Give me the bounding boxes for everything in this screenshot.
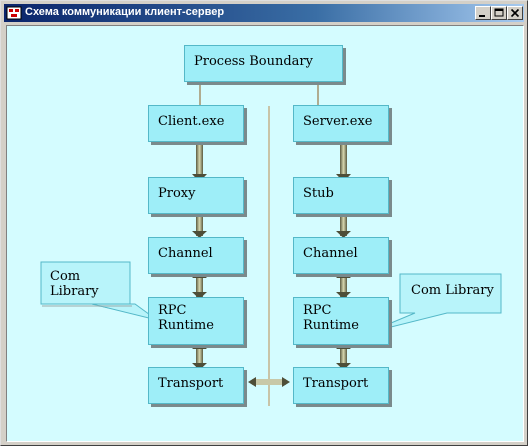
diagram-canvas: Process Boundary Client.exe Server.exe P… xyxy=(6,25,524,442)
title-bar[interactable]: Схема коммуникации клиент-сервер xyxy=(4,4,524,22)
transport-right-shape xyxy=(293,367,389,404)
rpc-runtime-right-shape xyxy=(293,297,389,345)
app-icon[interactable] xyxy=(6,5,22,21)
connector-rpc-transport-right xyxy=(336,342,351,370)
proxy-shape xyxy=(148,177,244,214)
connector-channel-rpc-left xyxy=(192,271,207,299)
proxy-box[interactable]: Proxy xyxy=(148,177,244,214)
connector-rpc-transport-left xyxy=(192,342,207,370)
process-boundary-label: Process Boundary xyxy=(194,54,313,69)
minimize-icon xyxy=(479,15,485,17)
client-exe-shape xyxy=(148,105,244,142)
channel-left-shape xyxy=(148,237,244,274)
rpc-runtime-right-box[interactable]: RPC Runtime xyxy=(293,297,389,345)
rpc-runtime-right-label: RPC Runtime xyxy=(303,303,359,333)
process-boundary-box[interactable]: Process Boundary xyxy=(184,45,343,82)
connector-proxy-channel xyxy=(192,210,207,238)
process-boundary-shape xyxy=(184,45,343,82)
callout-com-library-left xyxy=(40,261,158,321)
stub-box[interactable]: Stub xyxy=(293,177,389,214)
connector-layer xyxy=(40,83,502,406)
stub-shape xyxy=(293,177,389,214)
rpc-runtime-left-shape xyxy=(148,297,244,345)
connector-server-stub xyxy=(336,136,351,182)
connector-transport-link xyxy=(248,377,290,387)
close-button[interactable] xyxy=(507,6,523,20)
transport-right-label: Transport xyxy=(303,376,369,391)
transport-left-shape xyxy=(148,367,244,404)
client-exe-box[interactable]: Client.exe xyxy=(148,105,244,142)
server-exe-box[interactable]: Server.exe xyxy=(293,105,389,142)
channel-right-box[interactable]: Channel xyxy=(293,237,389,274)
minimize-button[interactable] xyxy=(475,6,491,20)
com-library-right-label: Com Library xyxy=(411,283,494,298)
transport-right-box[interactable]: Transport xyxy=(293,367,389,404)
connector-client-proxy xyxy=(192,136,207,182)
close-icon xyxy=(510,8,520,18)
connector-channel-rpc-right xyxy=(336,271,351,299)
server-exe-shape xyxy=(293,105,389,142)
channel-right-shape xyxy=(293,237,389,274)
maximize-button[interactable] xyxy=(491,6,507,20)
transport-left-box[interactable]: Transport xyxy=(148,367,244,404)
rpc-runtime-left-box[interactable]: RPC Runtime xyxy=(148,297,244,345)
channel-left-box[interactable]: Channel xyxy=(148,237,244,274)
channel-right-label: Channel xyxy=(303,246,358,261)
transport-left-label: Transport xyxy=(158,376,224,391)
stub-label: Stub xyxy=(303,186,334,201)
proxy-label: Proxy xyxy=(158,186,196,201)
maximize-icon xyxy=(494,8,504,17)
window-title: Схема коммуникации клиент-сервер xyxy=(25,6,225,18)
rpc-runtime-left-label: RPC Runtime xyxy=(158,303,214,333)
channel-left-label: Channel xyxy=(158,246,213,261)
server-exe-label: Server.exe xyxy=(303,114,373,129)
com-library-left-label: Com Library xyxy=(50,269,99,299)
callout-com-library-right xyxy=(366,273,502,334)
client-exe-label: Client.exe xyxy=(158,114,225,129)
connector-stub-channel xyxy=(336,210,351,238)
